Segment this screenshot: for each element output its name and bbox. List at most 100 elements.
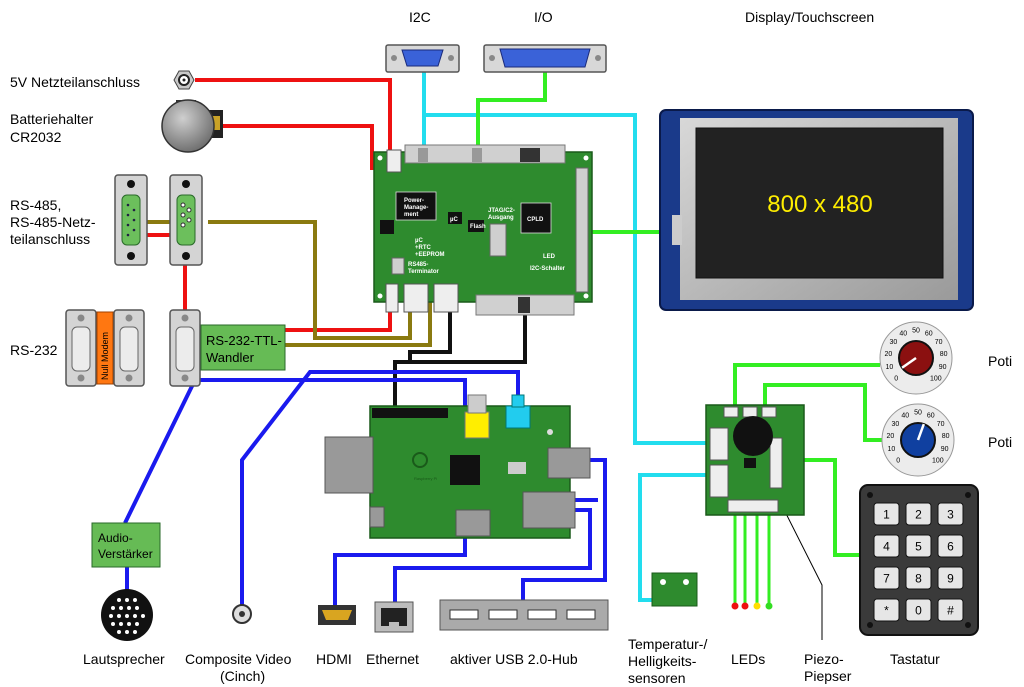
temp-label-3: sensoren [628, 670, 686, 686]
audio-amplifier: Audio- Verstärker [91, 522, 161, 568]
wire-poti2 [763, 383, 885, 442]
wire-rs232-power [183, 262, 392, 332]
composite-label-2: (Cinch) [220, 668, 265, 684]
keypad-key-label: 3 [947, 508, 954, 522]
led-red-2 [741, 602, 749, 610]
wire-i2c-board [424, 113, 710, 445]
audio-label-2: Verstärker [98, 547, 153, 561]
power-jack [173, 70, 195, 90]
rtc-label: +RTC [415, 245, 432, 251]
dial-tick-label: 90 [939, 364, 947, 371]
leds-label: LEDs [731, 651, 765, 667]
display-resolution: 800 x 480 [767, 191, 872, 218]
wire-power [195, 78, 392, 150]
rs485-term-1: RS485- [408, 262, 428, 268]
rs485-label-3: teilanschluss [10, 231, 90, 247]
dial-tick-label: 30 [889, 339, 897, 346]
keypad-key: 9 [937, 566, 964, 590]
piezo-label-1: Piezo- [804, 651, 844, 667]
dial-tick-label: 90 [941, 446, 949, 453]
keypad-key: 8 [905, 566, 932, 590]
poti-label-1: Poti [988, 353, 1012, 369]
rs232-ttl-converter: RS-232-TTL- Wandler [200, 324, 286, 371]
keypad-key-label: 9 [947, 572, 954, 586]
speaker [101, 589, 153, 641]
keypad-key-label: 0 [915, 604, 922, 618]
keypad-key: * [873, 598, 900, 622]
dial-tick-label: 70 [935, 339, 943, 346]
temp-label-2: Helligkeits- [628, 653, 697, 669]
rs232-connector-c [169, 309, 201, 387]
keypad-key-label: 7 [883, 572, 890, 586]
power-mgmt-2: Manage- [404, 205, 428, 211]
keypad-key-label: 8 [915, 572, 922, 586]
keypad-key: 2 [905, 502, 932, 526]
keypad-key-label: 6 [947, 540, 954, 554]
wire-ethernet [393, 508, 592, 605]
keypad-key: 1 [873, 502, 900, 526]
keypad-key-label: # [947, 604, 954, 618]
composite-jack [232, 604, 252, 624]
rs485-label-1: RS-485, [10, 197, 61, 213]
power-label: 5V Netzteilanschluss [10, 74, 140, 90]
hdmi-label: HDMI [316, 651, 352, 667]
jtag-label-2: Ausgang [488, 215, 514, 221]
wire-gpio2 [408, 300, 452, 360]
keypad-key: 7 [873, 566, 900, 590]
rs232-connector-b [113, 309, 145, 387]
wire-sensor [638, 473, 710, 602]
wire-usb1 [521, 458, 607, 600]
null-modem: Null Modem [96, 311, 114, 385]
dial-tick-label: 40 [901, 413, 909, 420]
raspberry-pi: Raspberry Pi [324, 394, 591, 539]
dial-tick-label: 50 [914, 410, 922, 417]
keypad-key: 4 [873, 534, 900, 558]
temperature-sensor [651, 572, 698, 607]
keypad-key-label: 5 [915, 540, 922, 554]
display: 800 x 480 [659, 109, 974, 311]
dial-tick-label: 100 [930, 375, 942, 382]
uc2-label: µC [415, 238, 423, 244]
audio-label-1: Audio- [98, 531, 133, 545]
flash-label: Flash [470, 224, 486, 230]
dial-tick-label: 30 [891, 421, 899, 428]
ethernet-label: Ethernet [366, 651, 419, 667]
dial-tick-label: 50 [912, 328, 920, 335]
led-red-1 [731, 602, 739, 610]
wire-keypad [785, 458, 862, 557]
cpld-label: CPLD [527, 217, 544, 223]
dial-tick-label: 60 [927, 413, 935, 420]
dial-tick-label: 80 [942, 433, 950, 440]
rs485-label-2: RS-485-Netz- [10, 214, 96, 230]
dial-tick-label: 100 [932, 457, 944, 464]
dial-tick-label: 40 [899, 331, 907, 338]
jtag-label-1: JTAG/C2- [488, 208, 515, 214]
i2c-label: I2C [409, 9, 431, 25]
leds [731, 602, 773, 610]
led-label: LED [543, 254, 556, 260]
led-yellow [753, 602, 761, 610]
keypad-key: 6 [937, 534, 964, 558]
temp-label-1: Temperatur-/ [628, 636, 707, 652]
keypad-key: 3 [937, 502, 964, 526]
rs232-connector-a [65, 309, 97, 387]
dial-tick-label: 60 [925, 331, 933, 338]
io-label: I/O [534, 9, 553, 25]
usb-hub [439, 599, 609, 631]
main-board: Power- Manage- ment µC Flash µC +RTC +EE… [373, 144, 593, 316]
display-label: Display/Touchscreen [745, 9, 874, 25]
wire-gpio [393, 300, 527, 408]
dial-pointer [901, 356, 917, 369]
io-connector [483, 44, 607, 73]
keypad-key-label: 1 [883, 508, 890, 522]
uc-label: µC [450, 217, 458, 223]
dial-tick-label: 10 [885, 364, 893, 371]
keypad-key-label: 4 [883, 540, 890, 554]
poti-label-2: Poti [988, 434, 1012, 450]
usb-hub-label: aktiver USB 2.0-Hub [450, 651, 578, 667]
ethernet-port [374, 601, 414, 633]
wire-hdmi [333, 535, 467, 605]
null-modem-label: Null Modem [100, 332, 110, 380]
